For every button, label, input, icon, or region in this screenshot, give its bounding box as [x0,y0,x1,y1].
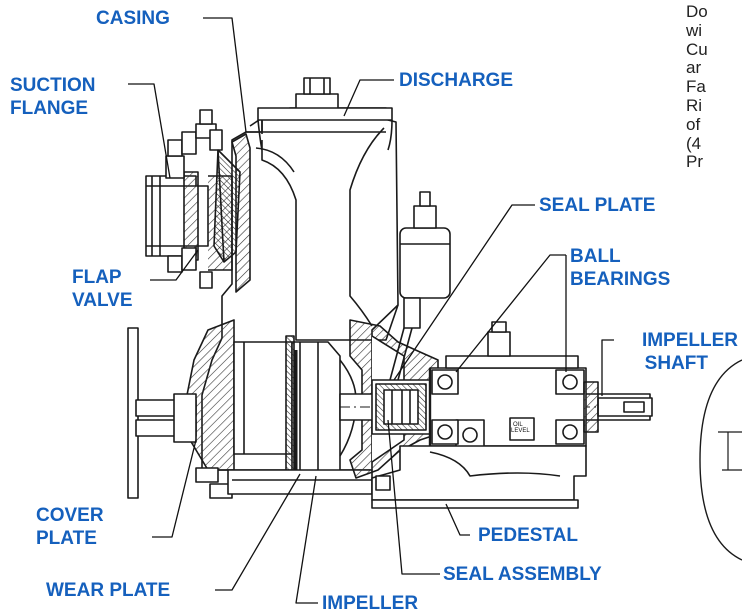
bearing-housing [428,321,587,451]
cover-plate [127,319,293,499]
leader-lines [128,17,614,604]
label-flap-valve: FLAP VALVE [72,267,133,311]
label-seal-plate: SEAL PLATE [539,195,656,216]
impeller [291,341,357,483]
flap-valve [213,149,241,263]
label-discharge: DISCHARGE [399,70,514,91]
label-suction-flange: SUCTION FLANGE [10,75,96,119]
label-impeller: IMPELLER [322,593,419,614]
label-casing: CASING [96,8,170,29]
label-ball-bearings: BALL BEARINGS [570,246,671,290]
wear-plate [227,335,373,495]
label-pedestal: PEDESTAL [478,525,578,546]
ball-bearings [431,369,599,445]
label-wear-plate: WEAR PLATE [46,580,171,601]
oiler [389,191,451,381]
side-note-text: Do wi Cu ar Fa Ri of (4 Pr [686,3,708,172]
label-seal-assembly: SEAL ASSEMBLY [443,564,602,585]
oil-level-marker: OIL LEVEL [511,422,530,434]
label-impeller-shaft: IMPELLER SHAFT [641,330,738,374]
pedestal [371,445,587,509]
seal-assembly [371,379,431,435]
label-cover-plate: COVER PLATE [36,505,104,549]
detail-magnifier [699,359,742,561]
discharge [257,77,393,151]
